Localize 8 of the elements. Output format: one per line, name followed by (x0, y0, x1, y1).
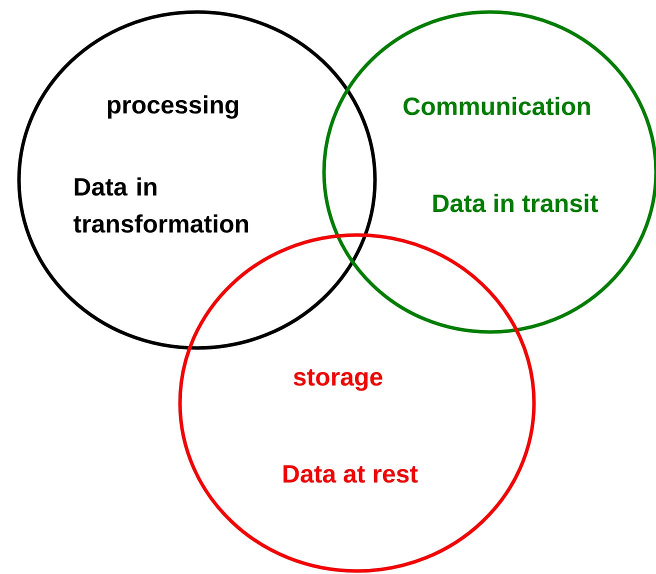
venn-circle (178, 233, 536, 573)
circle-label: processing (108, 95, 238, 119)
circle-label: Communication (404, 96, 590, 116)
circle-label: storage (294, 369, 382, 391)
venn-circle (17, 10, 377, 350)
circle-label: Data at rest (284, 465, 418, 483)
circle-label: Data in transit (433, 194, 598, 212)
circle-label: Data in transformation (74, 177, 248, 233)
